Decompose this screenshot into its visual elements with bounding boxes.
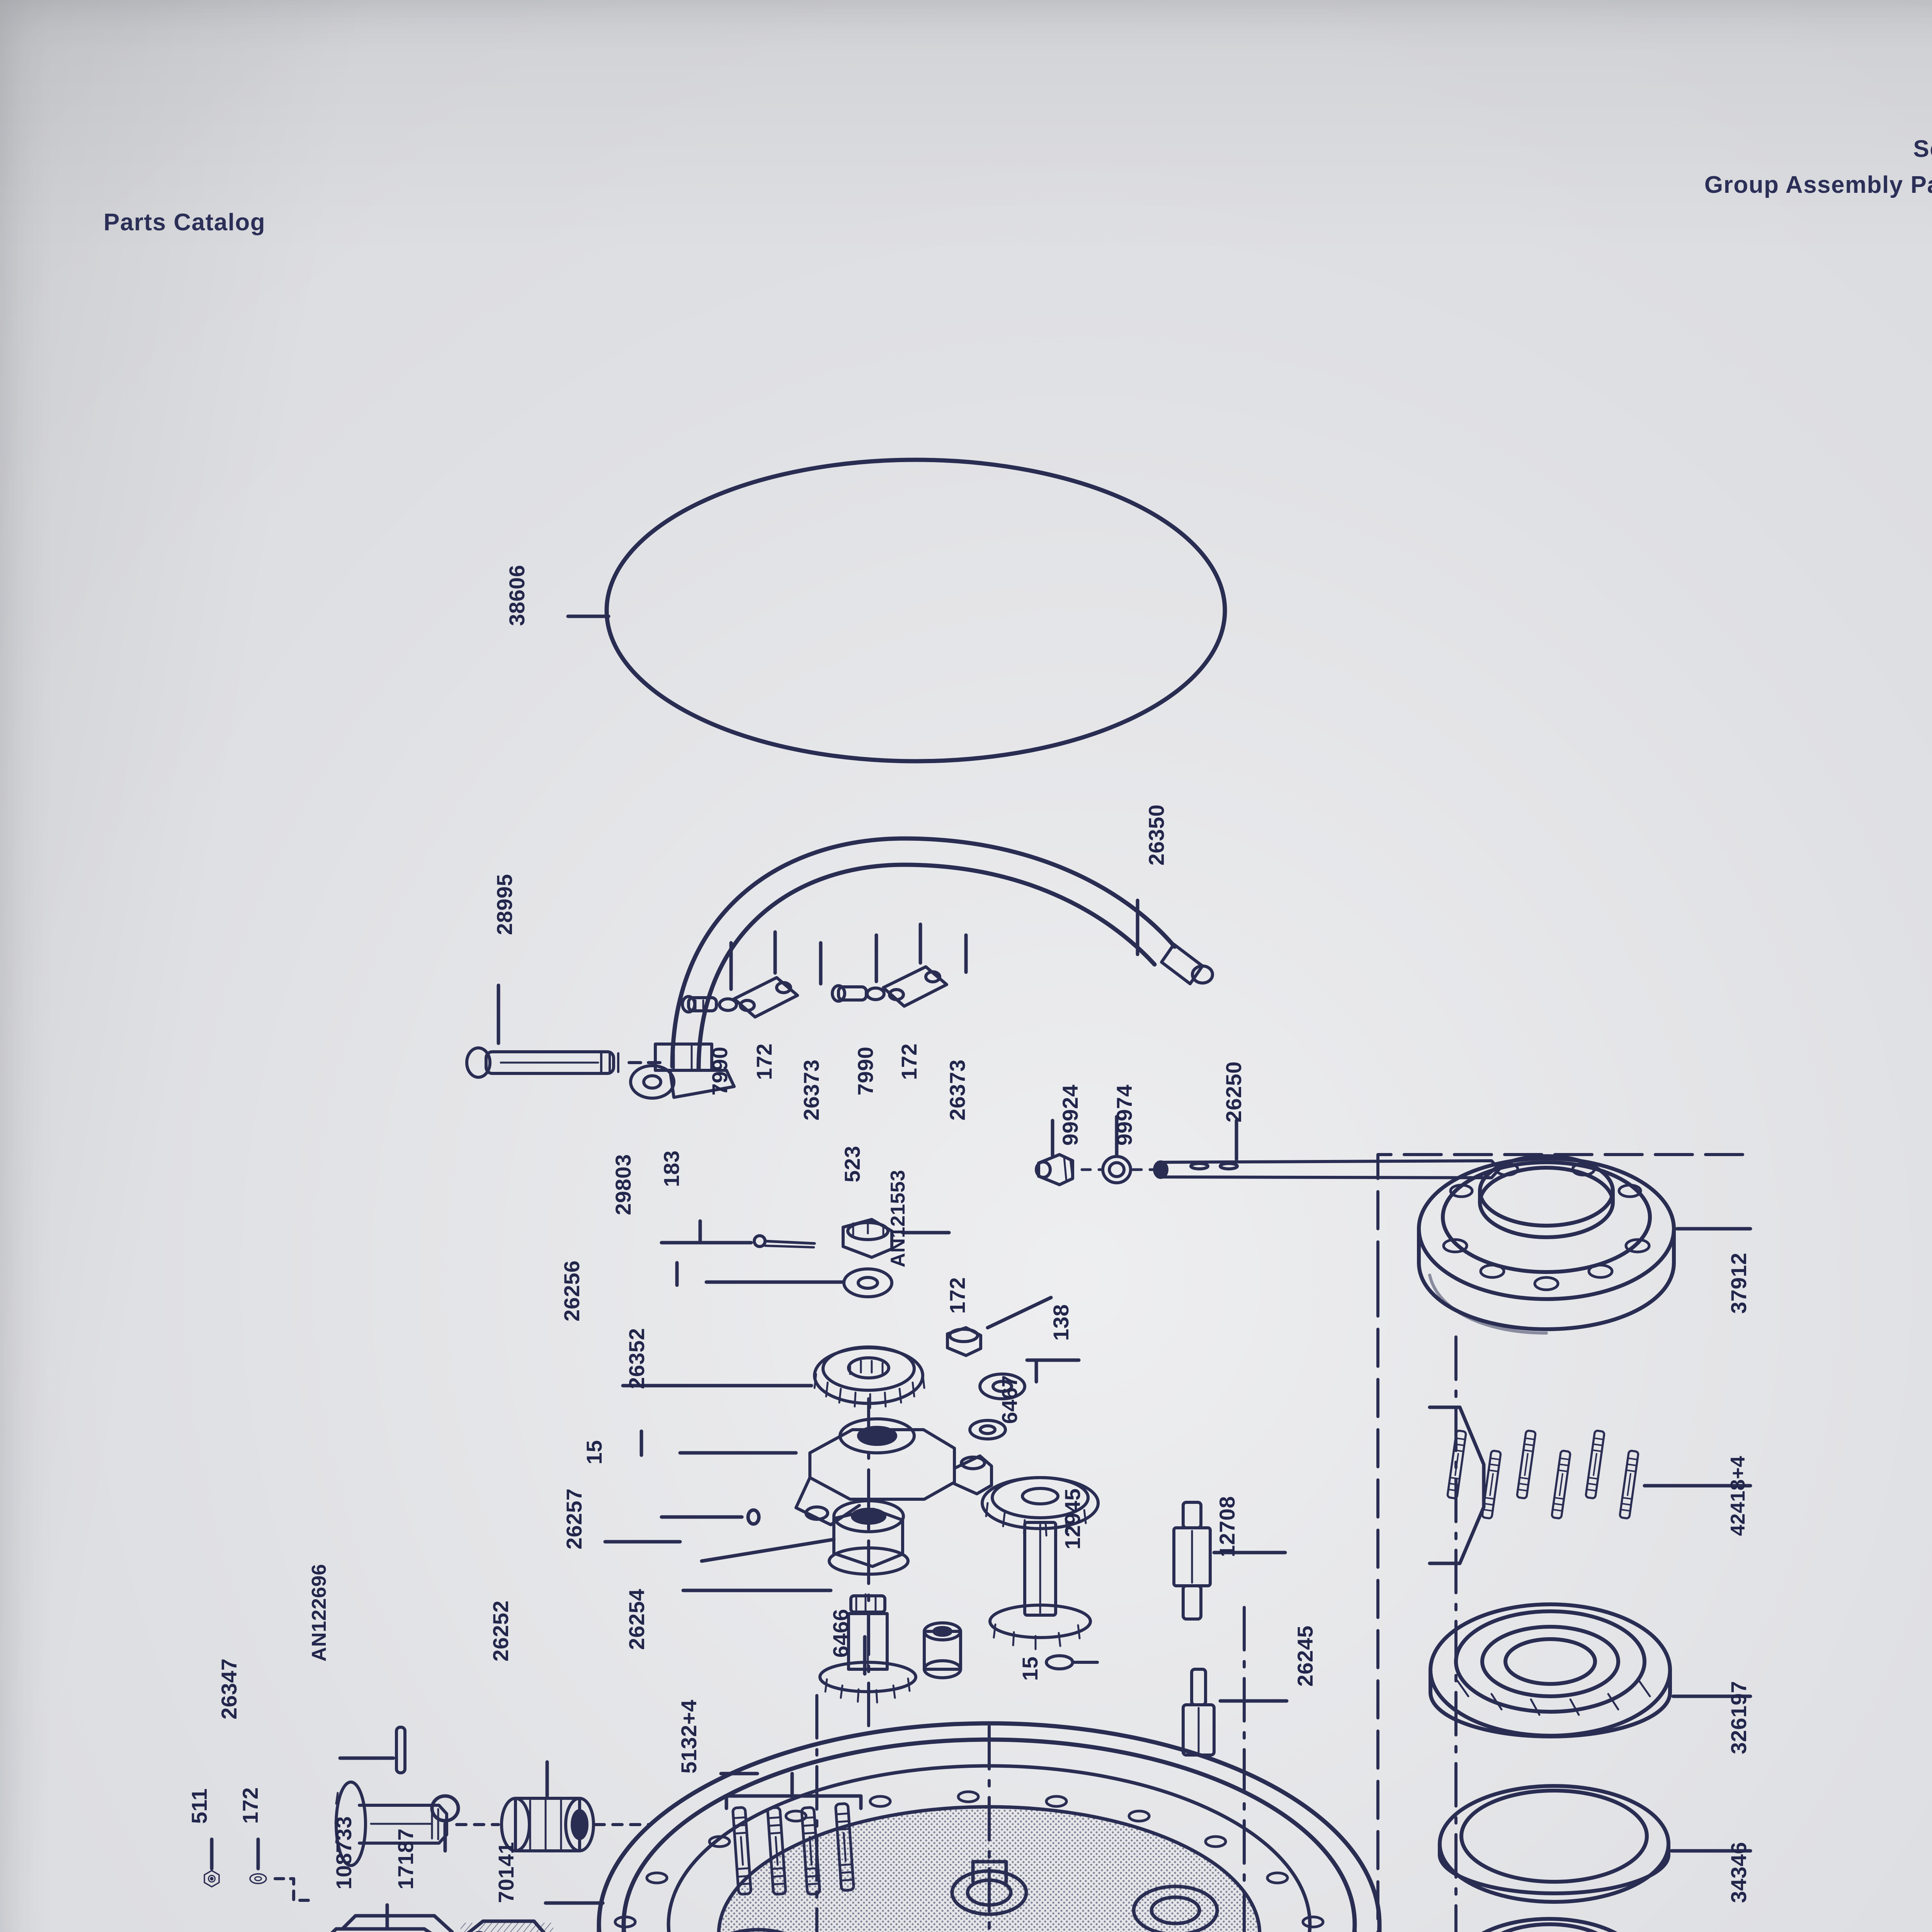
callout-99974: 99974 xyxy=(1112,1084,1136,1146)
callout-29803: 29803 xyxy=(611,1154,635,1215)
callout-17187: 17187 xyxy=(393,1828,418,1889)
callout-an121553: AN121553 xyxy=(887,1170,909,1267)
callout-26245: 26245 xyxy=(1293,1625,1317,1687)
callout-172: 172 xyxy=(752,1043,776,1080)
callout-15: 15 xyxy=(582,1440,606,1464)
callout-15: 15 xyxy=(1018,1656,1042,1681)
callout-26250: 26250 xyxy=(1221,1061,1246,1122)
callout-38606: 38606 xyxy=(505,565,529,626)
callout-28995: 28995 xyxy=(492,874,517,935)
callout-5132-4: 5132+4 xyxy=(677,1699,701,1774)
callout-183: 183 xyxy=(659,1150,684,1187)
callout-523: 523 xyxy=(840,1146,864,1182)
callout-172: 172 xyxy=(945,1277,969,1314)
callout-37912: 37912 xyxy=(1726,1252,1751,1314)
callout-26256: 26256 xyxy=(560,1260,584,1321)
section-header: Section II Group Assembly Parts List xyxy=(1704,135,1932,199)
callout-326197: 326197 xyxy=(1726,1681,1751,1754)
section-subtitle: Group Assembly Parts List xyxy=(1704,172,1932,198)
section-label: Section II xyxy=(1913,136,1932,162)
callout-12708: 12708 xyxy=(1215,1496,1239,1557)
page-title: Parts Catalog xyxy=(104,209,266,236)
callout-26373: 26373 xyxy=(799,1059,823,1121)
callout-172: 172 xyxy=(238,1787,262,1824)
callout-6467: 6467 xyxy=(997,1375,1022,1424)
callout-26257: 26257 xyxy=(562,1488,586,1549)
callout-7990: 7990 xyxy=(707,1046,732,1095)
callout-7990: 7990 xyxy=(853,1046,878,1095)
callout-26254: 26254 xyxy=(624,1588,649,1650)
callout-6466: 6466 xyxy=(828,1609,853,1658)
callout-26373: 26373 xyxy=(945,1059,969,1121)
callout-26352: 26352 xyxy=(624,1328,649,1389)
callout-138: 138 xyxy=(1049,1304,1073,1341)
callout-34346: 34346 xyxy=(1726,1842,1751,1903)
callout-12945: 12945 xyxy=(1060,1488,1085,1549)
callout-42418-4: 42418+4 xyxy=(1727,1456,1749,1536)
callout-an122696: AN122696 xyxy=(308,1564,330,1662)
callout-172: 172 xyxy=(897,1043,921,1080)
callout-511: 511 xyxy=(187,1788,211,1824)
callout-26347: 26347 xyxy=(217,1658,241,1719)
callout-99924: 99924 xyxy=(1058,1084,1082,1146)
callout-26350: 26350 xyxy=(1144,804,1168,866)
callout-108733: 108733 xyxy=(332,1816,356,1889)
callout-26252: 26252 xyxy=(488,1600,513,1662)
callout-70141: 70141 xyxy=(494,1842,518,1903)
